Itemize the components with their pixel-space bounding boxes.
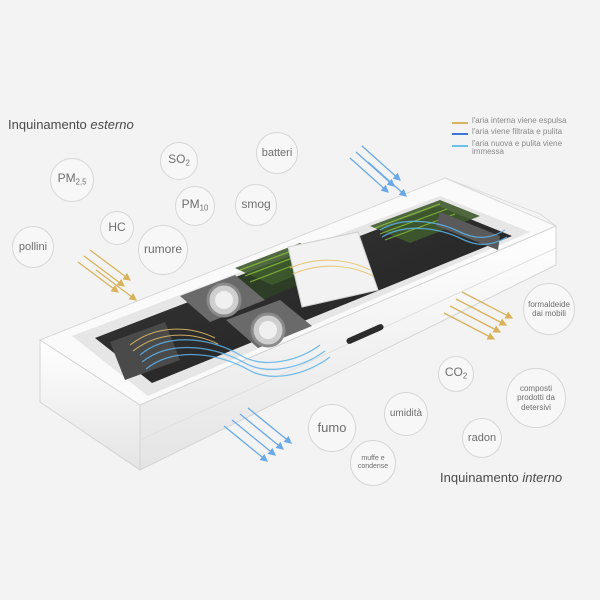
legend-label: l'aria nuova e pulita viene immessa [472,138,563,157]
pollutant-bubble-fumo: fumo [308,404,356,452]
pollutant-bubble-batteri: batteri [256,132,298,174]
internal-heading-prefix: Inquinamento [440,470,523,485]
pollutant-bubble-composti: composti prodotti da detersivi [506,368,566,428]
pollutant-bubble-smog: smog [235,184,277,226]
legend-swatch-exhaust [452,122,468,124]
unit-interior [72,196,530,396]
pollutant-bubble-hc: HC [100,211,134,245]
airflow-arrows [77,145,514,462]
legend-item-filtered: l'aria viene filtrata e pulita [452,127,592,137]
pollutant-bubble-co2: CO2 [438,356,474,392]
pollutant-bubble-muffe: muffe e condense [350,440,396,486]
legend-item-fresh: l'aria nuova e pulita viene immessa [452,138,592,157]
pollutant-bubble-rumore: rumore [138,225,188,275]
pollutant-bubble-pm25: PM2,5 [50,158,94,202]
external-pollution-heading: Inquinamento esterno [8,117,134,132]
internal-heading-emphasis: interno [522,470,563,485]
pollutant-bubble-radon: radon [462,418,502,458]
legend-item-exhaust: l'aria interna viene espulsa [452,116,592,125]
pollutant-bubble-umidita: umidità [384,392,428,436]
legend-swatch-fresh [452,144,468,147]
external-heading-prefix: Inquinamento [8,117,91,132]
external-heading-emphasis: esterno [90,117,134,132]
legend-label: l'aria interna viene espulsa [472,116,567,125]
internal-pollution-heading: Inquinamento interno [440,470,562,485]
pollutant-bubble-pm10: PM10 [175,186,215,226]
legend-label: l'aria viene filtrata e pulita [472,127,563,137]
pollutant-bubble-so2: SO2 [160,142,198,180]
pollutant-bubble-pollini: pollini [12,226,54,268]
pollutant-bubble-formaldeide: formaldeide dai mobili [523,283,575,335]
legend-swatch-filtered [452,133,468,136]
airflow-legend: l'aria interna viene espulsa l'aria vien… [452,116,592,160]
